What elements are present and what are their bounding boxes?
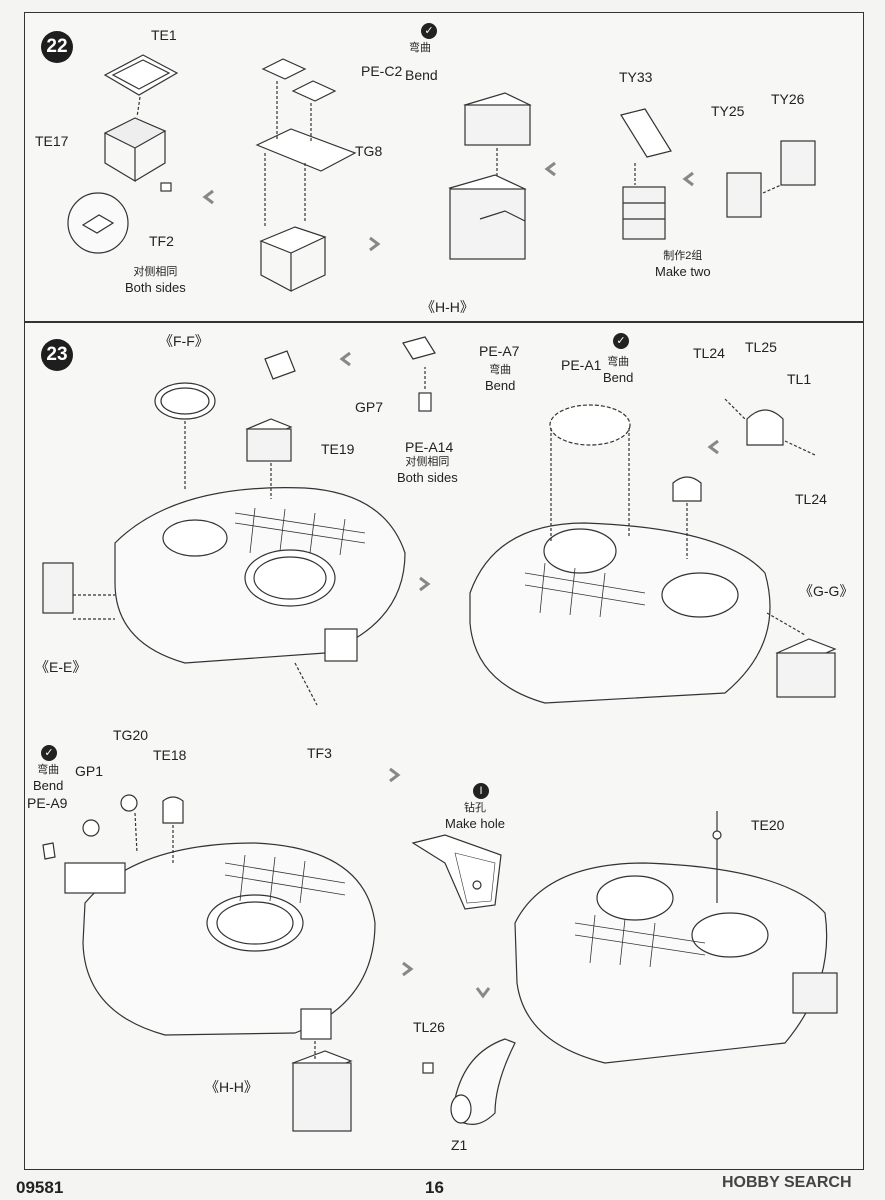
note-both-sides: 对侧相同 Both sides	[125, 265, 186, 295]
part-label-ty25: TY25	[711, 103, 745, 119]
note-both-sides: 对侧相同 Both sides	[397, 455, 458, 485]
note-both-sides-en: Both sides	[397, 470, 458, 485]
note-bend-zh: 弯曲	[37, 764, 60, 776]
part-label-tl25: TL25	[745, 339, 777, 355]
note-bend-zh: 弯曲	[409, 42, 431, 54]
note-drill-en: Make hole	[445, 816, 505, 831]
part-label-te17: TE17	[35, 133, 69, 149]
note-bend-zh: 弯曲	[607, 356, 630, 368]
part-label-tl26: TL26	[413, 1019, 445, 1035]
part-label-te20: TE20	[751, 817, 785, 833]
part-label-pe-a9: PE-A9	[27, 795, 68, 811]
part-label-tl24-b: TL24	[795, 491, 827, 507]
page-number: 16	[425, 1178, 444, 1197]
kit-code: 09581	[16, 1178, 64, 1197]
subassembly-label-g-g: 《G-G》	[799, 583, 854, 599]
bend-icon: ✓	[421, 23, 437, 39]
note-make-two-en: Make two	[655, 264, 711, 279]
step-23-illustration	[42, 336, 838, 1132]
part-label-pe-a14: PE-A14	[405, 439, 454, 455]
part-label-gp7: GP7	[355, 399, 384, 415]
part-label-tf2: TF2	[149, 233, 174, 249]
part-label-gp1: GP1	[75, 763, 104, 779]
note-drill-zh: 钻孔	[463, 802, 486, 814]
part-label-pe-c2: PE-C2	[361, 63, 403, 79]
step-number: 23	[41, 339, 73, 371]
part-label-ty33: TY33	[619, 69, 653, 85]
part-label-tl1: TL1	[787, 371, 812, 387]
part-label-tl24-a: TL24	[693, 345, 725, 361]
step-22-panel: 22 TE1 TE17 TF2 对侧相同 Both sides ✓ 弯曲 PE-…	[24, 12, 864, 322]
note-drill: 钻孔 Make hole	[445, 801, 505, 831]
subassembly-label-e-e: 《E-E》	[35, 659, 87, 675]
note-make-two: 制作2组 Make two	[655, 249, 711, 279]
part-label-tg20: TG20	[113, 727, 149, 743]
bend-icon: ✓	[41, 745, 57, 761]
subassembly-label-h-h: 《H-H》	[205, 1079, 258, 1095]
note-bend: 弯曲	[409, 41, 431, 56]
part-label-tg8: TG8	[355, 143, 383, 159]
step-22-illustration	[67, 54, 816, 292]
note-bend-en: Bend	[405, 67, 438, 83]
bend-icon: ✓	[613, 333, 629, 349]
part-label-te19: TE19	[321, 441, 355, 457]
part-label-ty26: TY26	[771, 91, 805, 107]
note-make-two-zh: 制作2组	[663, 250, 703, 262]
note-bend-en: Bend	[485, 378, 516, 393]
note-bend-a9: 弯曲 Bend	[33, 763, 63, 793]
note-bend-a1: 弯曲 Bend	[603, 355, 633, 385]
part-label-tf3: TF3	[307, 745, 332, 761]
note-bend-zh: 弯曲	[489, 364, 512, 376]
step-number: 22	[41, 31, 73, 63]
note-both-sides-zh: 对侧相同	[405, 456, 450, 468]
drill-icon: I	[473, 783, 489, 799]
subassembly-label-h-h: 《H-H》	[421, 299, 474, 315]
watermark-logo: HOBBY SEARCH	[722, 1174, 852, 1191]
subassembly-label-f-f: 《F-F》	[159, 333, 209, 349]
part-label-te18: TE18	[153, 747, 187, 763]
part-label-pe-a1: PE-A1	[561, 357, 602, 373]
note-both-sides-zh: 对侧相同	[133, 266, 178, 278]
note-bend-a7: 弯曲 Bend	[485, 363, 515, 393]
note-bend-en: Bend	[33, 778, 64, 793]
note-bend-en: Bend	[603, 370, 634, 385]
part-label-pe-a7: PE-A7	[479, 343, 520, 359]
part-label-z1: Z1	[451, 1137, 468, 1153]
part-label-te1: TE1	[151, 27, 177, 43]
note-both-sides-en: Both sides	[125, 280, 186, 295]
step-23-panel: 23 《F-F》 GP7 TE19 PE-A7 弯曲 Bend PE-A14 对…	[24, 322, 864, 1170]
